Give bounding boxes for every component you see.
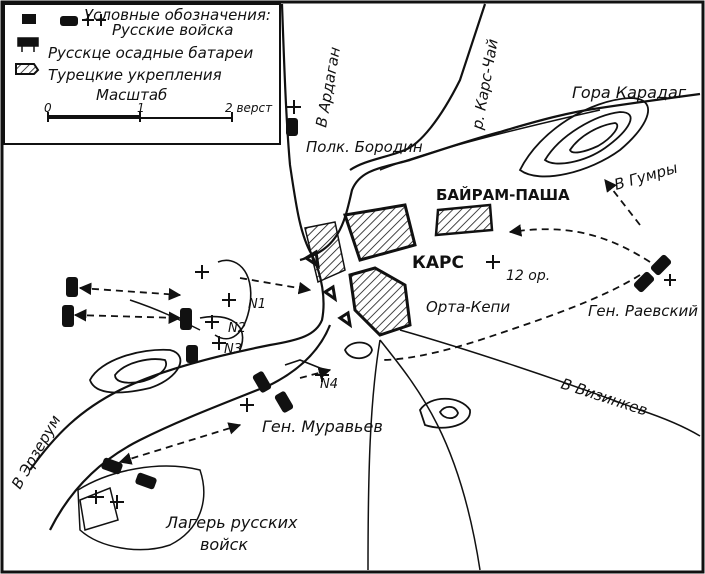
siege-battery-icon [88,100,676,509]
hills [89,341,471,429]
label-to-ardagan: В Ардаган [312,45,344,128]
kars-fortress [304,203,494,337]
label-camp-line2: войск [200,535,248,554]
troop-block-icon [66,277,78,297]
legend-title: Условные обозначения: [84,6,271,24]
troop-block-icon [252,371,272,393]
label-battery-n3: N3 [224,342,242,357]
label-bayram-pasha: БАЙРАМ-ПАША [436,185,570,204]
label-to-gumry: В Гумры [612,159,680,194]
turkish-fort-icon [15,63,40,75]
siege-battery-icon [17,37,39,52]
russian-troops [62,118,672,490]
label-orta-kepi: Орта-Кепи [426,298,510,316]
attack-arrows [73,179,651,465]
camp-area [77,465,205,551]
troop-block-icon [60,16,78,26]
troop-block-icon [650,254,672,276]
scale-2: 2 верст [225,101,273,115]
label-battery-n4: N4 [320,377,338,392]
troop-block-icon [101,457,123,475]
legend: Условные обозначения: Русские войска Рус… [3,3,281,145]
troop-block-icon [180,308,192,330]
label-kars-chai: р. Карс-Чай [468,37,502,131]
label-gen-muravyev: Ген. Муравьев [262,417,383,436]
label-mount-karadag: Гора Карадаг [572,83,687,102]
label-to-vizinkev: В Визинкев [559,375,650,420]
label-gen-raevsky: Ген. Раевский [588,302,698,320]
legend-siege-batteries: Русскце осадные батареи [48,44,253,62]
legend-russian-troops: Русские войска [112,21,234,39]
troop-block-icon [135,472,157,490]
troop-block-icon [274,391,294,413]
troop-block-icon [186,345,198,363]
scale-1: 1 [137,101,145,115]
battery-outlines [199,259,326,371]
label-camp-line1: Лагерь русских [165,513,298,532]
troop-block-icon [22,14,36,24]
label-kars: КАРС [412,253,464,273]
legend-turkish-forts: Турецкие укрепления [48,66,222,84]
label-battery-n1: N1 [248,297,266,312]
troop-block-icon [62,305,74,327]
mount-karadag-contours [518,97,649,178]
troop-block-icon [633,271,655,293]
turkish-fort-icon [303,249,353,329]
siege-battery-icon [82,14,106,26]
label-polk-borodin: Полк. Бородин [306,138,423,156]
river-lines [29,3,701,531]
scale-0: 0 [44,101,52,115]
label-battery-n2: N2 [228,321,246,336]
label-12-guns: 12 ор. [506,268,550,284]
troop-block-icon [286,118,298,136]
label-to-erzerum: В Эрзерум [8,412,65,492]
legend-scale-title: Масштаб [96,86,167,104]
camp-building [79,486,119,531]
